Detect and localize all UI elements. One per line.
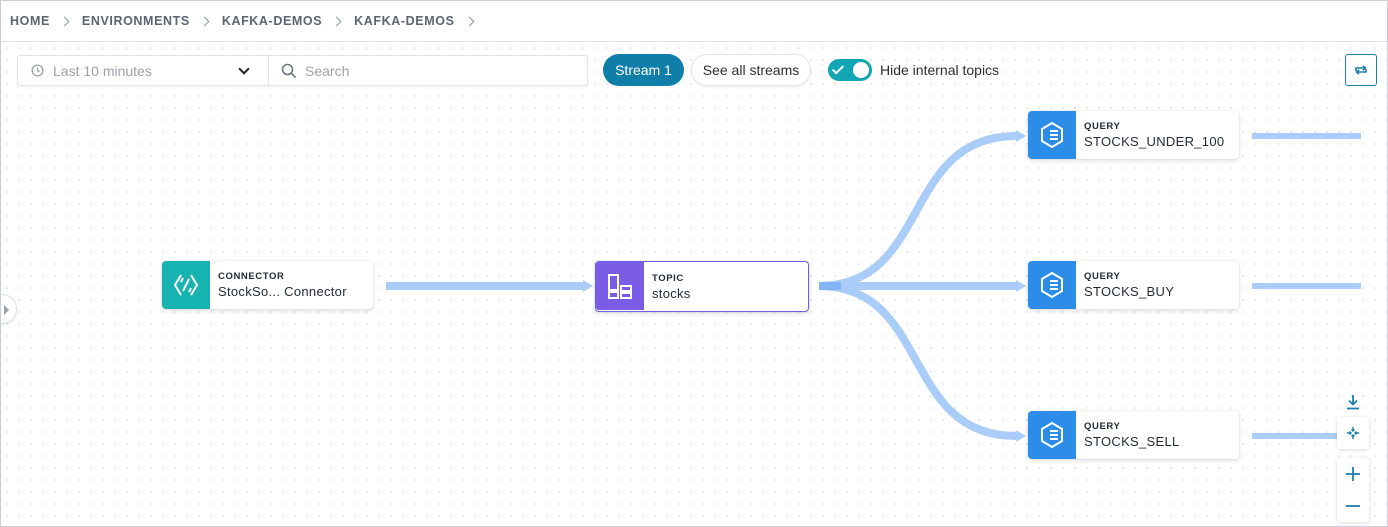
- refresh-icon: [1355, 65, 1367, 75]
- node-name: STOCKS_UNDER_100: [1084, 134, 1225, 149]
- chevron-right-icon: [199, 16, 210, 26]
- node-type-label: QUERY: [1084, 271, 1121, 282]
- query-node[interactable]: QUERY STOCKS_UNDER_100: [1028, 111, 1239, 159]
- zoom-out-icon: [1346, 505, 1360, 507]
- zoom-in-button[interactable]: [1337, 458, 1369, 490]
- chevron-down-icon: [238, 63, 250, 75]
- breadcrumb-cluster[interactable]: KAFKA-DEMOS: [354, 14, 455, 28]
- fit-view-button[interactable]: [1337, 417, 1369, 449]
- time-range-select[interactable]: Last 10 minutes: [18, 56, 269, 85]
- breadcrumb-home[interactable]: HOME: [10, 14, 50, 28]
- zoom-controls: [1337, 458, 1369, 522]
- search-field[interactable]: [269, 56, 587, 85]
- refresh-button[interactable]: [1345, 54, 1377, 86]
- node-name: stocks: [652, 285, 691, 301]
- hide-internal-topics-toggle[interactable]: [828, 59, 872, 81]
- filter-bar: Last 10 minutes: [17, 55, 588, 86]
- breadcrumb-environments[interactable]: ENVIRONMENTS: [81, 14, 190, 28]
- connector-node[interactable]: CONNECTOR StockSo... Connector: [162, 261, 373, 309]
- query-icon: [1041, 271, 1063, 299]
- hide-internal-topics-label: Hide internal topics: [880, 62, 1000, 78]
- clock-icon: [31, 64, 44, 77]
- connector-icon: [173, 274, 199, 296]
- stream-1-button[interactable]: Stream 1: [603, 54, 684, 86]
- fit-view-icon: [1347, 427, 1359, 439]
- check-icon: [831, 62, 845, 75]
- node-name: STOCKS_SELL: [1084, 434, 1180, 449]
- node-name: StockSo... Connector: [218, 284, 347, 299]
- query-badge: [1028, 411, 1076, 459]
- topic-badge: [596, 262, 644, 310]
- query-icon: [1041, 421, 1063, 449]
- breadcrumb: HOME ENVIRONMENTS KAFKA-DEMOS KAFKA-DEMO…: [1, 1, 1387, 42]
- download-icon: [1347, 395, 1359, 410]
- connector-badge: [162, 261, 210, 309]
- download-button[interactable]: [1343, 393, 1363, 411]
- expand-panel-icon: [4, 305, 9, 315]
- node-type-label: QUERY: [1084, 421, 1121, 432]
- breadcrumb-environment[interactable]: KAFKA-DEMOS: [221, 14, 323, 28]
- node-type-label: QUERY: [1084, 121, 1121, 132]
- topic-node[interactable]: TOPIC stocks: [595, 261, 809, 312]
- query-badge: [1028, 261, 1076, 309]
- query-icon: [1041, 121, 1063, 149]
- time-range-value: Last 10 minutes: [53, 62, 152, 79]
- chevron-right-icon: [59, 16, 70, 26]
- chevron-right-icon: [464, 16, 474, 26]
- topic-icon: [608, 274, 632, 299]
- see-all-streams-button[interactable]: See all streams: [691, 54, 811, 86]
- zoom-in-icon: [1346, 467, 1360, 481]
- node-name: STOCKS_BUY: [1084, 284, 1175, 299]
- query-node[interactable]: QUERY STOCKS_SELL: [1028, 411, 1239, 459]
- zoom-out-button[interactable]: [1337, 490, 1369, 522]
- query-badge: [1028, 111, 1076, 159]
- node-type-label: TOPIC: [652, 272, 684, 284]
- search-icon: [281, 63, 297, 78]
- query-node[interactable]: QUERY STOCKS_BUY: [1028, 261, 1239, 309]
- chevron-right-icon: [331, 16, 342, 26]
- search-input[interactable]: [305, 62, 565, 79]
- node-type-label: CONNECTOR: [218, 271, 285, 282]
- toggle-knob: [853, 62, 869, 78]
